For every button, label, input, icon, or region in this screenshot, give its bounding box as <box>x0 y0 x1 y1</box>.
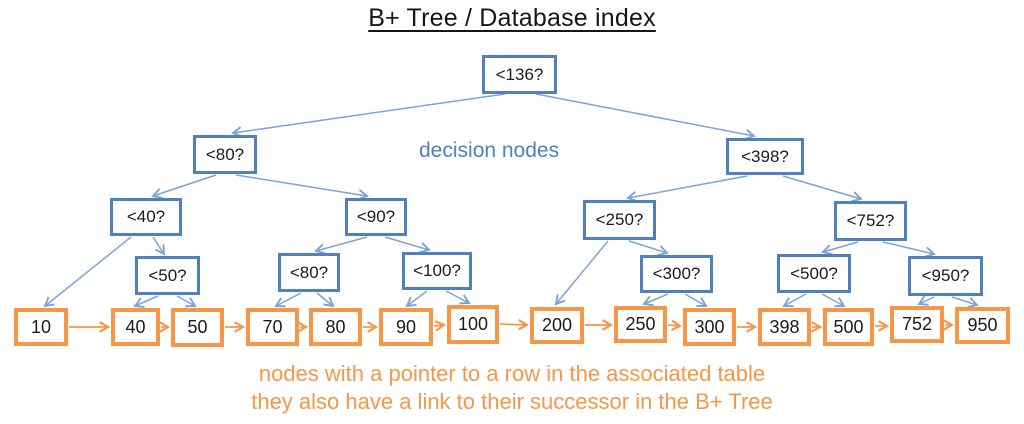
edge-100-leaf90 <box>407 290 428 306</box>
decision-node-lt300: <300? <box>640 255 713 293</box>
decision-node-lt136: <136? <box>482 55 557 94</box>
edge-40-leaf10 <box>45 236 132 306</box>
page-title: B+ Tree / Database index <box>368 4 656 32</box>
decision-node-lt950: <950? <box>908 256 983 296</box>
edge-80b-leaf80 <box>316 292 333 306</box>
edge-752-950 <box>882 241 934 254</box>
leaf-note-line2: they also have a link to their successor… <box>251 389 773 414</box>
edge-250-leaf200 <box>556 240 609 304</box>
edge-100-leaf100 <box>445 290 469 303</box>
edge-500-leaf398 <box>784 293 807 306</box>
edge-950-leaf950 <box>951 296 977 305</box>
chain-90-100 <box>433 325 444 326</box>
leaf-node-90: 90 <box>379 308 433 346</box>
decision-node-lt250: <250? <box>583 200 656 240</box>
edge-300-leaf300 <box>684 293 706 306</box>
edge-80-40 <box>153 174 217 196</box>
leaf-node-752: 752 <box>890 306 944 343</box>
decision-node-lt90: <90? <box>345 198 407 236</box>
chain-100-200 <box>499 324 527 325</box>
leaf-node-200: 200 <box>530 307 584 344</box>
edge-398-752 <box>782 175 861 199</box>
edge-90-100 <box>384 236 429 250</box>
decision-nodes-caption: decision nodes <box>419 139 560 162</box>
edge-80b-leaf70 <box>276 292 302 306</box>
edge-250-300 <box>628 240 667 253</box>
leaf-note-line1: nodes with a pointer to a row in the ass… <box>258 361 766 386</box>
leaf-node-70: 70 <box>246 308 299 346</box>
edge-50-leaf50 <box>176 295 195 306</box>
leaf-node-250: 250 <box>614 306 667 343</box>
edge-300-leaf250 <box>644 293 669 304</box>
edge-398-250 <box>628 175 748 198</box>
chain-250-300 <box>667 325 680 326</box>
leaf-node-500: 500 <box>823 308 874 346</box>
edge-500-leaf500 <box>821 293 844 306</box>
decision-node-lt50: <50? <box>135 256 200 295</box>
leaf-node-100: 100 <box>447 305 499 344</box>
decision-node-lt752: <752? <box>834 201 907 241</box>
leaf-node-398: 398 <box>758 308 811 346</box>
decision-node-lt40: <40? <box>110 198 182 236</box>
decision-node-lt100: <100? <box>402 252 472 290</box>
decision-node-lt500: <500? <box>777 254 851 293</box>
leaf-node-300: 300 <box>683 308 736 346</box>
edge-50-leaf40 <box>135 295 159 306</box>
edge-90-80b <box>316 236 368 251</box>
decision-node-lt80: <80? <box>193 135 257 174</box>
edge-752-500 <box>823 241 859 252</box>
leaf-node-950: 950 <box>955 307 1010 344</box>
edge-80-90 <box>235 174 367 196</box>
decision-node-lt80b: <80? <box>278 253 340 292</box>
edge-136-398 <box>535 93 754 136</box>
decision-node-lt398: <398? <box>726 138 804 175</box>
edge-40-50 <box>152 236 164 254</box>
leaf-node-50: 50 <box>171 308 224 347</box>
leaf-node-10: 10 <box>14 308 68 346</box>
leaf-node-80: 80 <box>309 308 362 346</box>
leaf-node-40: 40 <box>111 308 160 346</box>
edge-950-leaf752 <box>919 297 935 304</box>
edge-136-80 <box>233 93 506 133</box>
